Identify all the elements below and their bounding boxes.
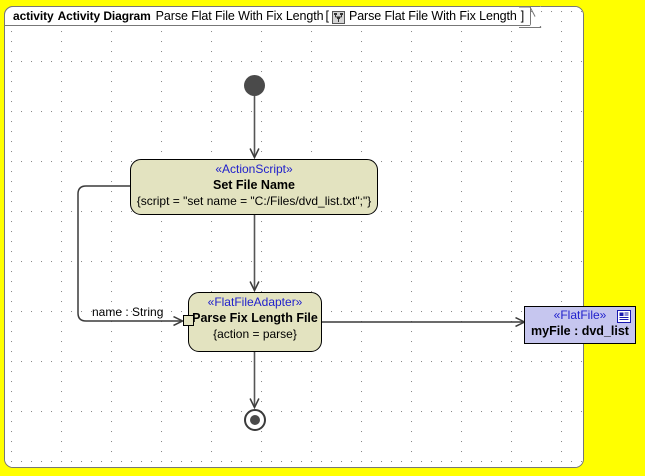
grid-background <box>5 7 583 467</box>
node-title: Set File Name <box>213 178 295 192</box>
input-pin-name[interactable] <box>183 315 194 326</box>
node-property: {script = "set name = "C:/Files/dvd_list… <box>136 194 372 208</box>
frame-header-tab[interactable]: activity Activity Diagram Parse Flat Fil… <box>4 6 542 28</box>
stereotype-label: «FlatFileAdapter» <box>207 295 303 309</box>
stereotype-label: «ActionScript» <box>215 162 293 176</box>
frame-name: Parse Flat File With Fix Length <box>155 9 324 23</box>
activity-diagram-icon <box>331 10 345 24</box>
frame-keyword: activity <box>13 9 54 23</box>
node-title: Parse Fix Length File <box>192 311 318 325</box>
frame-type-label: Activity Diagram <box>57 9 151 23</box>
action-node-parse-fix-length-file[interactable]: «FlatFileAdapter» Parse Fix Length File … <box>188 292 322 352</box>
diagram-frame <box>4 6 584 468</box>
node-title: myFile : dvd_list <box>531 324 629 338</box>
activity-final-node[interactable] <box>244 409 266 431</box>
object-node-flat-file[interactable]: «FlatFile» myFile : dvd_list <box>524 306 636 344</box>
initial-node[interactable] <box>244 75 265 96</box>
edge-label-name-string: name : String <box>92 305 164 319</box>
frame-qualified-name: Parse Flat File With Fix Length <box>348 9 517 23</box>
bracket-open: [ <box>325 9 329 23</box>
action-node-set-file-name[interactable]: «ActionScript» Set File Name {script = "… <box>130 159 378 215</box>
node-property: {action = parse} <box>213 327 297 341</box>
bracket-close: ] <box>520 9 525 23</box>
document-icon <box>617 310 631 323</box>
stereotype-label: «FlatFile» <box>553 308 607 322</box>
